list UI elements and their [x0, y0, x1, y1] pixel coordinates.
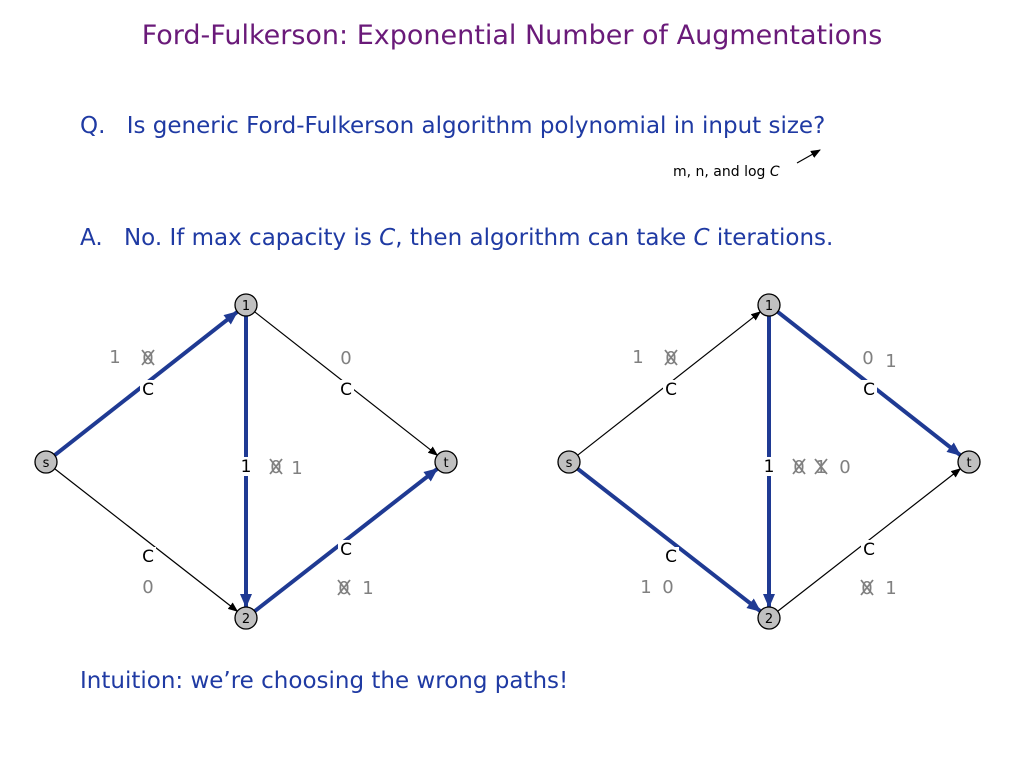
edge-s-2	[576, 467, 762, 613]
slide-title: Ford-Fulkerson: Exponential Number of Au…	[141, 20, 883, 51]
capacity-label-bg	[338, 380, 354, 399]
strike-line	[860, 579, 874, 596]
answer-prefix: A.	[80, 225, 103, 251]
node-label-s: s	[43, 456, 50, 471]
flow-add-1-t: 1	[885, 351, 896, 372]
strike-line	[792, 458, 806, 475]
strike-line	[269, 458, 283, 475]
flow-old-1-2-strike	[792, 458, 806, 475]
capacity-label-bg	[861, 540, 877, 559]
strike-line	[141, 349, 155, 366]
answer-part-3: , then algorithm can take	[395, 225, 694, 251]
node-s	[557, 450, 581, 474]
flow-new-1-2: 1	[291, 458, 302, 479]
node-1	[757, 293, 781, 317]
question-text: Is generic Ford-Fulkerson algorithm poly…	[126, 113, 826, 139]
node-s	[34, 450, 58, 474]
capacity-label-bg	[140, 547, 156, 566]
strike-line	[337, 579, 351, 596]
edge-s-2	[54, 468, 239, 612]
flow-old-s-1-strike	[664, 349, 678, 366]
answer-var-c: C	[379, 225, 396, 251]
flow-new-s-2: 1	[640, 577, 651, 598]
capacity-label-1-t: C	[340, 380, 352, 400]
intuition-text: Intuition: we’re choosing the wrong path…	[80, 668, 569, 694]
capacity-label-2-t: C	[340, 540, 352, 560]
node-2	[757, 606, 781, 630]
capacity-label-1-t: C	[863, 380, 875, 400]
answer-line: A. No. If max capacity is C, then algori…	[80, 225, 833, 251]
answer-part-1: No. If max capacity is	[123, 225, 380, 251]
node-label-2: 2	[242, 612, 250, 627]
capacity-label-bg	[663, 547, 679, 566]
question-prefix: Q.	[80, 113, 106, 139]
flow-new-2-t: 1	[362, 578, 373, 599]
node-t	[434, 450, 458, 474]
flow-new-s-1: 1	[109, 347, 120, 368]
node-label-1: 1	[765, 299, 773, 314]
flow-new-s-1: 1	[632, 347, 643, 368]
flow-old-1-2-strike	[269, 458, 283, 475]
flow-old-s-1-strike	[141, 349, 155, 366]
answer-var-c: C	[693, 225, 710, 251]
strike-line	[814, 458, 828, 475]
node-label-s: s	[566, 456, 573, 471]
annotation-var: C	[769, 164, 780, 180]
flow-old-2-t-strike	[860, 579, 874, 596]
capacity-label-bg	[663, 380, 679, 399]
node-1	[234, 293, 258, 317]
input-size-annotation: m, n, and log C	[673, 164, 780, 180]
node-t	[957, 450, 981, 474]
flow-new-1-t: 0	[862, 348, 873, 369]
flow-new-1-t: 0	[340, 348, 351, 369]
flow-add-s-2: 0	[662, 577, 673, 598]
annotation-prefix: m, n, and log	[673, 164, 770, 180]
strike-line	[664, 349, 678, 366]
capacity-label-bg	[338, 540, 354, 559]
capacity-label-s-2: C	[142, 547, 154, 567]
capacity-label-1-2: 1	[241, 457, 252, 477]
node-label-t: t	[443, 456, 448, 471]
answer-part-5: iterations.	[709, 225, 834, 251]
capacity-label-bg	[140, 380, 156, 399]
flow-old2-1-2-strike	[814, 458, 828, 475]
capacity-label-s-1: C	[142, 380, 154, 400]
flow-new-2-t: 1	[885, 578, 896, 599]
capacity-label-1-2: 1	[764, 457, 775, 477]
node-label-t: t	[966, 456, 971, 471]
node-2	[234, 606, 258, 630]
flow-new-s-2: 0	[142, 577, 153, 598]
capacity-label-bg	[761, 457, 777, 476]
flow-new-1-2: 0	[839, 457, 850, 478]
flow-old-2-t-strike	[337, 579, 351, 596]
annotation-arrow	[796, 149, 821, 164]
question-line: Q. Is generic Ford-Fulkerson algorithm p…	[80, 113, 825, 139]
capacity-label-s-2: C	[665, 547, 677, 567]
node-label-1: 1	[242, 299, 250, 314]
node-label-2: 2	[765, 612, 773, 627]
capacity-label-2-t: C	[863, 540, 875, 560]
capacity-label-bg	[238, 457, 254, 476]
capacity-label-s-1: C	[665, 380, 677, 400]
capacity-label-bg	[861, 380, 877, 399]
